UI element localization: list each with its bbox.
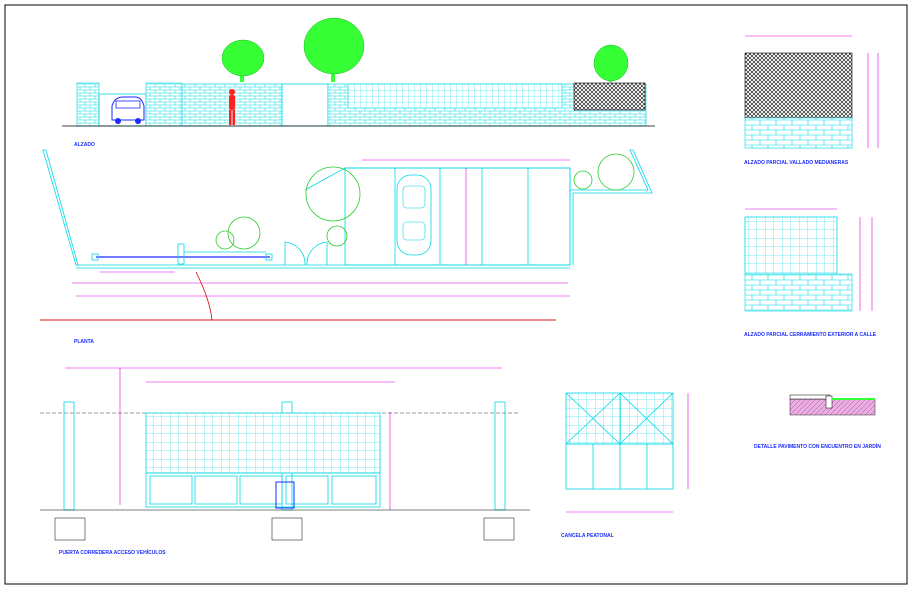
car-icon	[396, 174, 432, 256]
person-icon	[229, 89, 235, 125]
tree-icon	[303, 17, 365, 82]
paving-detail-drawing	[789, 394, 876, 416]
elevation-drawing	[62, 17, 655, 127]
tree-icon	[221, 39, 265, 82]
tree-icon	[215, 153, 635, 250]
metal-fence-panel	[347, 83, 563, 109]
title-pedestrian-gate: CANCELA PEATONAL	[561, 533, 614, 539]
sheet-border	[4, 4, 908, 585]
title-elevation: ALZADO	[74, 142, 95, 148]
pillar-left	[76, 82, 100, 127]
plan-drawing	[40, 149, 653, 321]
street-fence-drawing	[744, 208, 873, 312]
title-street-fence: ALZADO PARCIAL CERRAMIENTO EXTERIOR A CA…	[744, 332, 877, 338]
pedestrian-gate-elev	[281, 83, 329, 127]
sliding-gate-drawing	[40, 367, 530, 541]
mesh-fence-elev	[573, 82, 646, 111]
brick-wall-low-1	[145, 82, 183, 127]
title-paving-detail: DETALLE PAVIMENTO CON ENCUENTRO EN JARDÍ…	[754, 442, 881, 450]
title-plan: PLANTA	[74, 339, 94, 345]
neighbor-fence-drawing	[744, 35, 879, 149]
title-neighbor-fence: ALZADO PARCIAL VALLADO MEDIANERAS	[744, 160, 849, 166]
title-sliding-gate: PUERTA CORREDERA ACCESO VEHÍCULOS	[59, 548, 166, 556]
tree-icon	[593, 44, 629, 82]
car-icon	[111, 96, 145, 124]
pedestrian-gate-drawing	[565, 392, 689, 513]
